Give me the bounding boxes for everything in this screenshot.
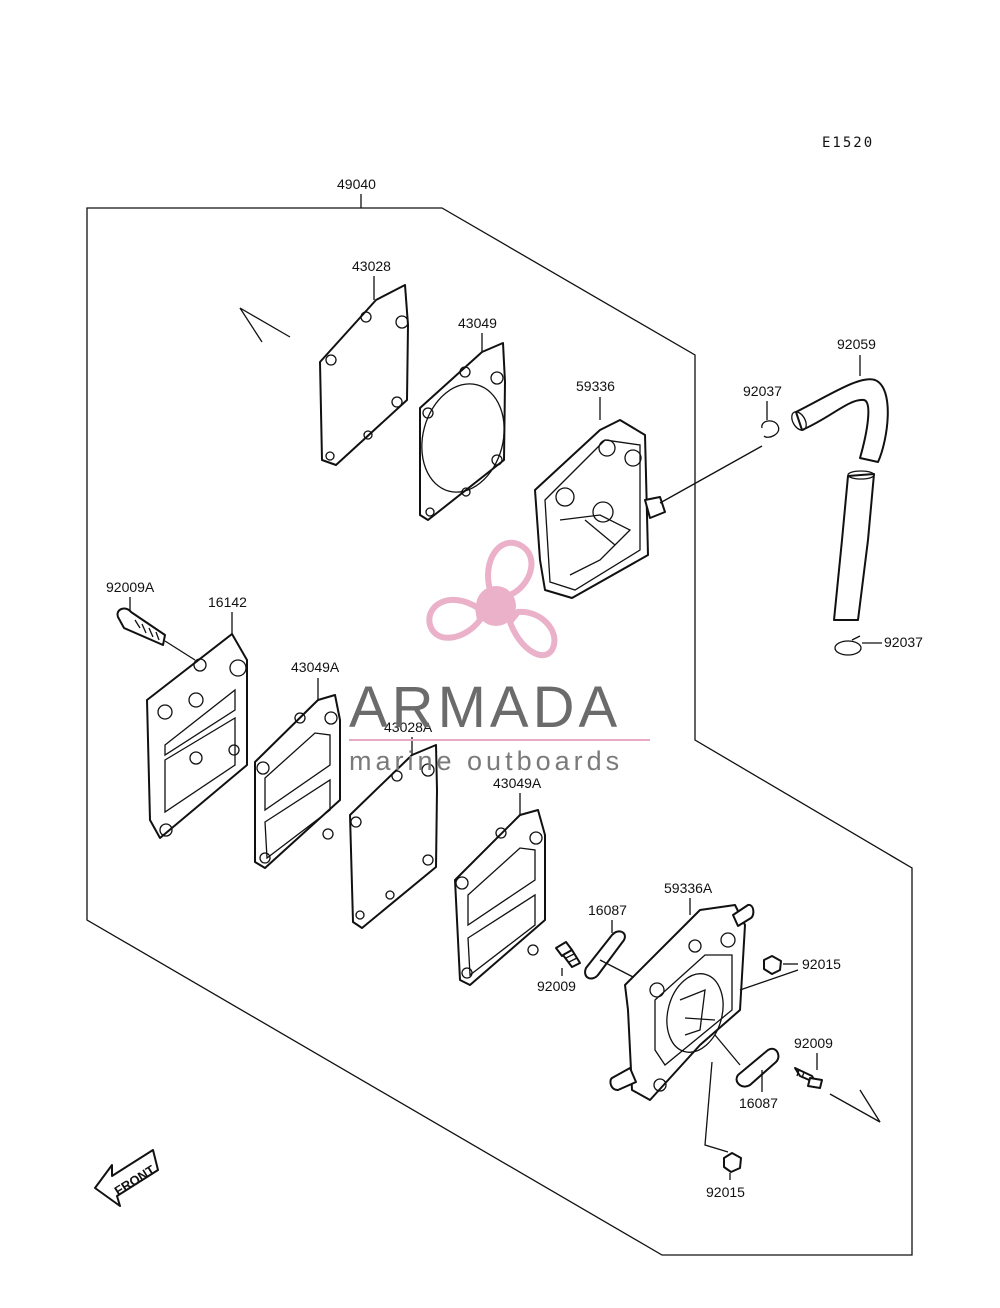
- leader-16087-left-to-body: [599, 959, 636, 979]
- part-92037-clip-bottom: [834, 635, 862, 656]
- front-arrow-icon: FRONT: [94, 1149, 159, 1207]
- label-43028A: 43028A: [384, 719, 433, 735]
- part-43028A-gasket: [349, 744, 438, 929]
- label-92009-left: 92009: [537, 978, 576, 994]
- label-59336A: 59336A: [664, 880, 713, 896]
- label-43049A-left: 43049A: [291, 659, 340, 675]
- part-16087-valve-left: [584, 930, 626, 980]
- watermark-tagline: marine outboards: [349, 746, 623, 776]
- part-16087-valve-right: [735, 1047, 780, 1088]
- label-16142: 16142: [208, 594, 247, 610]
- label-92037-top: 92037: [743, 383, 782, 399]
- propeller-icon: [426, 539, 558, 659]
- label-49040: 49040: [337, 176, 376, 192]
- label-92059: 92059: [837, 336, 876, 352]
- part-43049A-gasket-left: [254, 694, 341, 869]
- leader-92009A-to-cover: [164, 640, 196, 661]
- direction-chevron-bottom: [829, 1089, 881, 1123]
- part-92009A-bolt: [116, 607, 166, 646]
- label-16087-right: 16087: [739, 1095, 778, 1111]
- part-92015-nut-bottom: [723, 1152, 742, 1173]
- part-43049-diaphragm: [419, 342, 506, 521]
- label-43049A-right: 43049A: [493, 775, 542, 791]
- label-92015-bottom: 92015: [706, 1184, 745, 1200]
- diagram-code: E1520: [822, 135, 874, 151]
- label-16087-left: 16087: [588, 902, 627, 918]
- part-59336-pump-cover: [534, 419, 666, 599]
- part-59336A-pump-body: [609, 903, 755, 1101]
- label-92009-right: 92009: [794, 1035, 833, 1051]
- label-92009A: 92009A: [106, 579, 155, 595]
- part-92009-screw-right: [794, 1067, 823, 1089]
- leader-92015-right-to-body: [739, 969, 799, 991]
- leader-92015-bottom-to-body: [704, 1061, 729, 1153]
- label-43028: 43028: [352, 258, 391, 274]
- leader-16087-right-to-body: [714, 1034, 741, 1066]
- part-43049A-gasket-right: [454, 809, 546, 986]
- assembly-outline: [86, 207, 913, 1256]
- part-92037-clip-top: [761, 420, 780, 438]
- part-92015-nut-right: [763, 955, 782, 975]
- part-43028-gasket: [319, 284, 409, 466]
- label-43049: 43049: [458, 315, 497, 331]
- direction-chevron-top: [239, 307, 291, 343]
- label-59336: 59336: [576, 378, 615, 394]
- part-16142-cover-plate: [146, 633, 248, 839]
- leader-92037-to-pump: [659, 445, 763, 504]
- part-92059-hose: [791, 378, 889, 621]
- label-92015-right: 92015: [802, 956, 841, 972]
- label-92037-bottom: 92037: [884, 634, 923, 650]
- part-92009-screw-left: [555, 941, 581, 968]
- watermark-brand: ARMADA: [349, 675, 621, 740]
